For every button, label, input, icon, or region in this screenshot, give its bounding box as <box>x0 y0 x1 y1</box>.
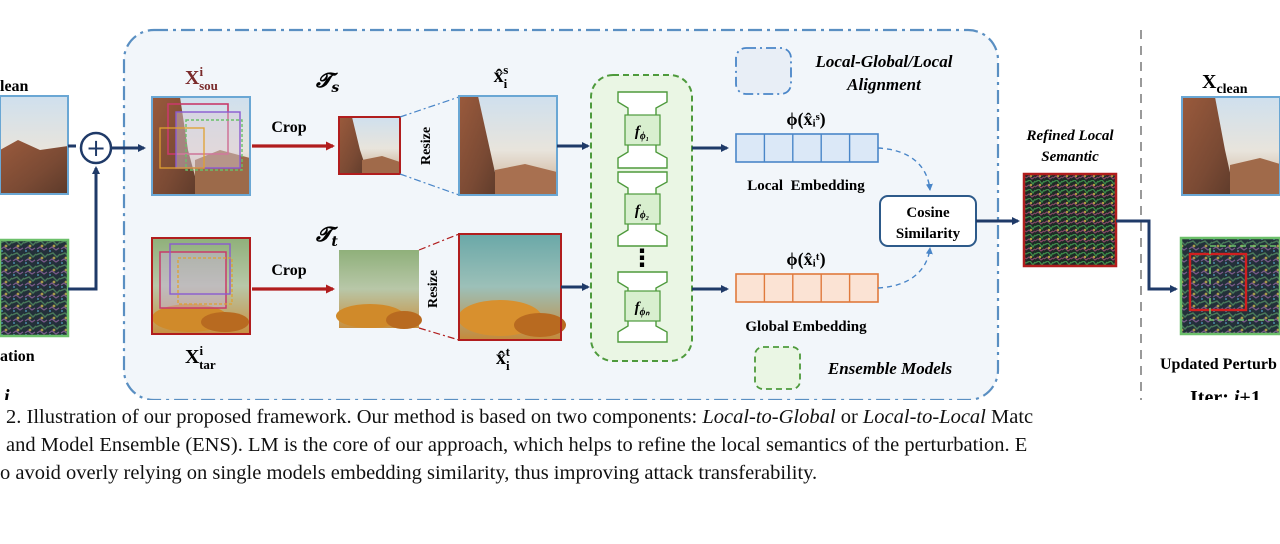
left-clean-image <box>0 95 69 195</box>
legend-ensemble-swatch <box>754 346 801 390</box>
right-clean-image <box>1181 96 1280 196</box>
legend-ensemble-label: Ensemble Models <box>827 359 953 378</box>
cropped-target-patch <box>336 250 422 329</box>
left-perturbation-image <box>0 238 70 338</box>
target-image-x-tar <box>151 237 251 335</box>
refined-label-1: Refined Local <box>1025 128 1114 144</box>
legend-alignment-label-1: Local-Global/Local <box>815 52 953 71</box>
left-clean-label: lean <box>0 78 29 95</box>
plus-icon: + <box>86 134 106 162</box>
legend-alignment-swatch <box>735 47 792 95</box>
figure-caption: 2. Illustration of our proposed framewor… <box>0 403 1280 487</box>
model-f-phi2: fϕ₂ <box>617 171 668 247</box>
svg-text:fϕₙ: fϕₙ <box>635 300 651 318</box>
crop-label-bottom: Crop <box>271 262 306 279</box>
left-iter-label: i <box>4 386 10 400</box>
iter-next-label: Iter: i+1 <box>1190 387 1261 400</box>
svg-text:fϕ₁: fϕ₁ <box>635 124 649 142</box>
xhat-s-symbol: x̂is <box>494 62 509 91</box>
updated-perturbation-label: Updated Perturb <box>1160 356 1277 373</box>
models-ellipsis: ⋮ <box>630 244 654 272</box>
dashed-global-to-cosine <box>877 247 933 289</box>
caption-line-3: o avoid overly relying on single models … <box>0 462 818 484</box>
arrow-refined-to-updated <box>1116 219 1178 293</box>
phi-s-label: ϕ(x̂ᵢˢ) <box>786 109 825 130</box>
cropped-source-patch <box>338 116 401 175</box>
global-embedding-vector <box>735 273 879 303</box>
resize-guide-top-upper <box>399 96 460 118</box>
updated-perturbation-image <box>1179 236 1280 336</box>
arrow-perturbation-to-plus <box>68 166 100 291</box>
left-perturbation-label: ation <box>0 348 35 365</box>
resize-label-top: Resize <box>419 127 434 165</box>
resized-source-image <box>458 95 558 196</box>
local-embedding-vector <box>735 133 879 163</box>
legend-alignment-label-2: Alignment <box>846 75 922 94</box>
model-f-phin: fϕₙ <box>617 271 668 343</box>
refined-label-2: Semantic <box>1041 149 1099 165</box>
caption-line-2: and Model Ensemble (ENS). LM is the core… <box>6 434 1028 456</box>
resized-target-image <box>458 233 566 341</box>
global-embedding-label: Global Embedding <box>745 319 867 335</box>
model-f-phi1: fϕ₁ <box>617 91 668 169</box>
resize-guide-top-lower <box>399 173 460 196</box>
cosine-label-1: Cosine <box>906 205 950 221</box>
dashed-local-to-cosine <box>877 147 933 191</box>
source-image-x-sou <box>151 96 251 196</box>
resize-guide-bottom-lower <box>418 327 460 341</box>
svg-text:fϕ₂: fϕ₂ <box>635 203 649 221</box>
x-clean-symbol: Xclean <box>1202 71 1248 97</box>
resize-label-bottom: Resize <box>426 270 441 308</box>
resize-guide-bottom-upper <box>418 233 460 251</box>
xhat-t-symbol: x̂it <box>496 344 511 373</box>
local-embedding-label: Local Embedding <box>747 178 865 194</box>
caption-line-1: 2. Illustration of our proposed framewor… <box>6 406 1034 428</box>
cosine-label-2: Similarity <box>896 226 961 242</box>
crop-label-top: Crop <box>271 119 306 136</box>
refined-local-semantic-image <box>1022 172 1118 268</box>
phi-t-label: ϕ(x̂ᵢᵗ) <box>786 249 825 270</box>
